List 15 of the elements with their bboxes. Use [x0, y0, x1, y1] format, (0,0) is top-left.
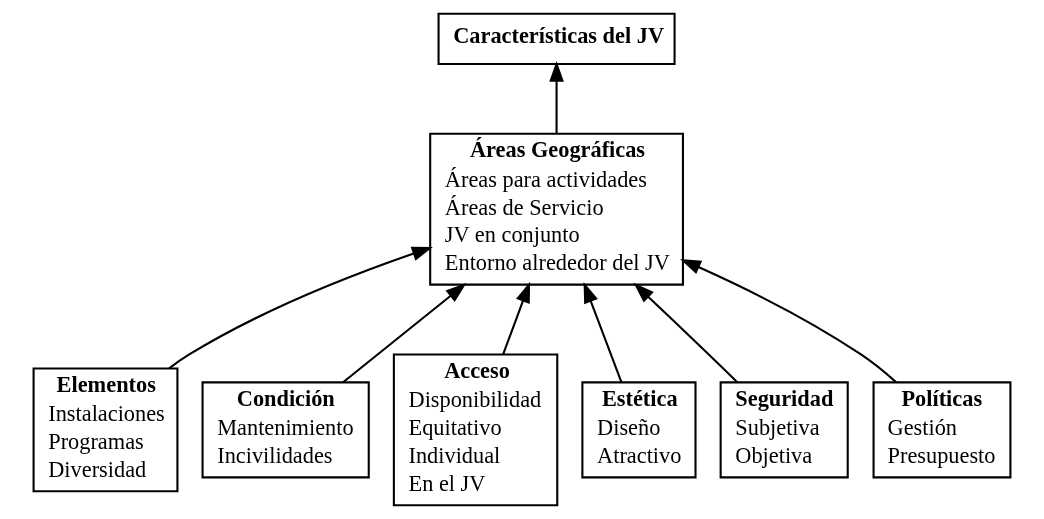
arrow	[549, 60, 564, 134]
node-box: Estética Diseño Atractivo	[581, 381, 697, 479]
node-box: Elementos Instalaciones Programas Diversidad	[32, 367, 179, 493]
node-box: Áreas Geográficas Áreas para actividades Áreas de Servicio JV en conjunto Entorno alrededor del JV	[429, 132, 684, 286]
arrow	[502, 281, 531, 355]
node-box: Seguridad Subjetiva Objetiva	[719, 381, 849, 479]
node-box: Condición Mantenimiento Incivilidades	[201, 381, 370, 479]
node-box: Características del JV	[437, 12, 676, 66]
arrow	[342, 283, 467, 384]
arrow	[633, 282, 738, 383]
arrow	[168, 246, 433, 370]
arrow	[680, 258, 897, 383]
arrow	[583, 282, 623, 383]
node-box: Acceso Disponibilidad Equitativo Individual En el JV	[392, 353, 559, 507]
node-box: Políticas Gestión Presupuesto	[872, 381, 1012, 479]
